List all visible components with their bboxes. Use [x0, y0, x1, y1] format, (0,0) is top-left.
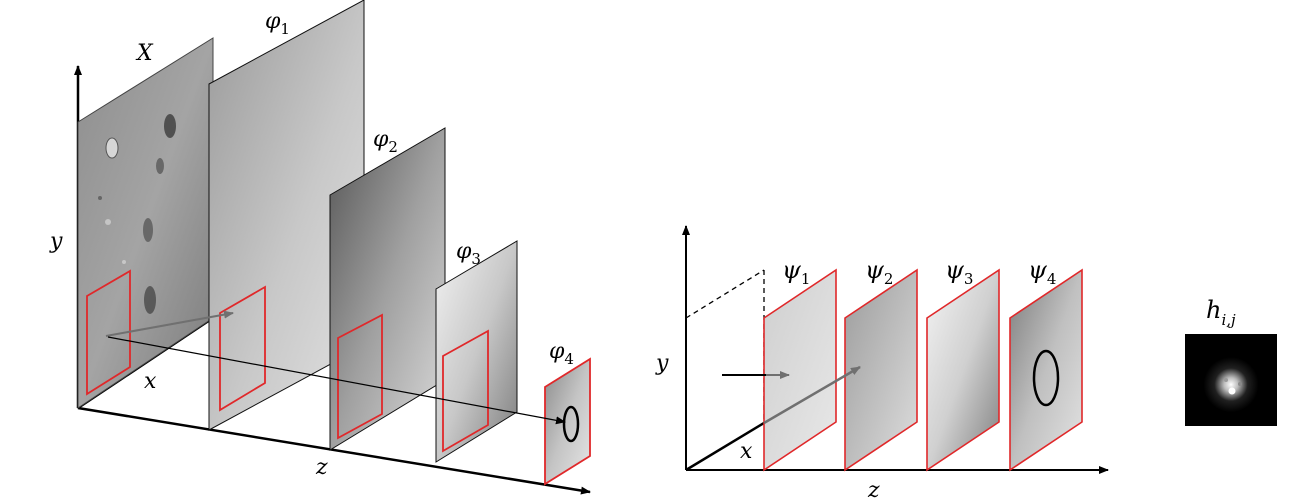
- receptive-field-x: [86, 269, 131, 396]
- phi-2-symbol: φ: [373, 127, 389, 152]
- psi-3-symbol: ψ: [945, 256, 965, 284]
- psi-2-symbol: ψ: [865, 256, 885, 284]
- arrow-x-to-phi4: [107, 336, 566, 425]
- phi-3-index: 3: [471, 250, 481, 268]
- arrow-psi-diagonal: [763, 365, 861, 425]
- psi-4-index: 4: [1047, 270, 1057, 288]
- filter-panel: hi,j: [1185, 296, 1277, 426]
- psi-1-index: 1: [801, 270, 811, 288]
- psi-2-index: 2: [884, 270, 894, 288]
- phi-4-index: 4: [564, 350, 574, 368]
- phi-3-label: φ3: [456, 239, 481, 268]
- phi-4-label: φ4: [549, 339, 574, 368]
- receptive-field-phi-1: [219, 285, 266, 412]
- phi-1-symbol: φ: [265, 9, 281, 34]
- psi-2-label: ψ2: [865, 256, 893, 288]
- filter-bright-spot: [1228, 387, 1236, 395]
- right-z-axis-label: z: [867, 478, 880, 503]
- right-diagram: ψ1 ψ2 ψ3 ψ4 y x z: [655, 225, 1109, 503]
- right-x-axis-label: x: [740, 439, 753, 464]
- feature-map-phi-3: [435, 240, 518, 463]
- psi-4-label: ψ4: [1028, 256, 1056, 288]
- left-z-axis-label: z: [315, 455, 328, 480]
- right-x-axis: [685, 421, 765, 472]
- left-diagram: X φ1 φ2 φ3 φ4 y x z: [49, 0, 591, 495]
- phi-1-label: φ1: [265, 9, 290, 38]
- psi-1-symbol: ψ: [782, 256, 802, 284]
- feature-circle-psi-4: [1032, 349, 1060, 407]
- phi-4-symbol: φ: [549, 339, 565, 364]
- phi-2-label: φ2: [373, 127, 398, 156]
- filter-dim-spot-a: [1224, 378, 1228, 382]
- phi-2-index: 2: [388, 138, 398, 156]
- crater-texture: [98, 114, 176, 314]
- phi-3-symbol: φ: [456, 239, 472, 264]
- filter-index: i,j: [1221, 311, 1236, 329]
- dashed-edge-top: [685, 269, 765, 319]
- receptive-field-phi-2: [337, 313, 383, 440]
- filter-label: hi,j: [1206, 296, 1236, 329]
- phi-1-index: 1: [280, 20, 290, 38]
- feature-map-psi-4: [1009, 268, 1083, 472]
- feature-map-psi-2: [844, 268, 918, 472]
- left-x-axis-label: x: [144, 369, 157, 394]
- filter-kernel-image: [1185, 334, 1277, 426]
- right-y-axis-label: y: [655, 351, 669, 376]
- feature-map-psi-3: [926, 268, 1000, 472]
- left-z-axis: [77, 406, 591, 495]
- input-label: X: [135, 41, 154, 66]
- filter-dim-spot-b: [1238, 382, 1242, 386]
- feature-map-psi-1: [763, 268, 837, 472]
- psi-3-label: ψ3: [945, 256, 973, 288]
- left-y-axis-label: y: [49, 229, 63, 254]
- feature-map-phi-4: [544, 357, 591, 486]
- arrow-x-to-phi1: [105, 310, 234, 337]
- psi-1-label: ψ1: [782, 256, 810, 288]
- psi-4-symbol: ψ: [1028, 256, 1048, 284]
- filter-symbol: h: [1206, 296, 1221, 324]
- psi-3-index: 3: [964, 270, 974, 288]
- receptive-field-phi-3: [442, 329, 489, 453]
